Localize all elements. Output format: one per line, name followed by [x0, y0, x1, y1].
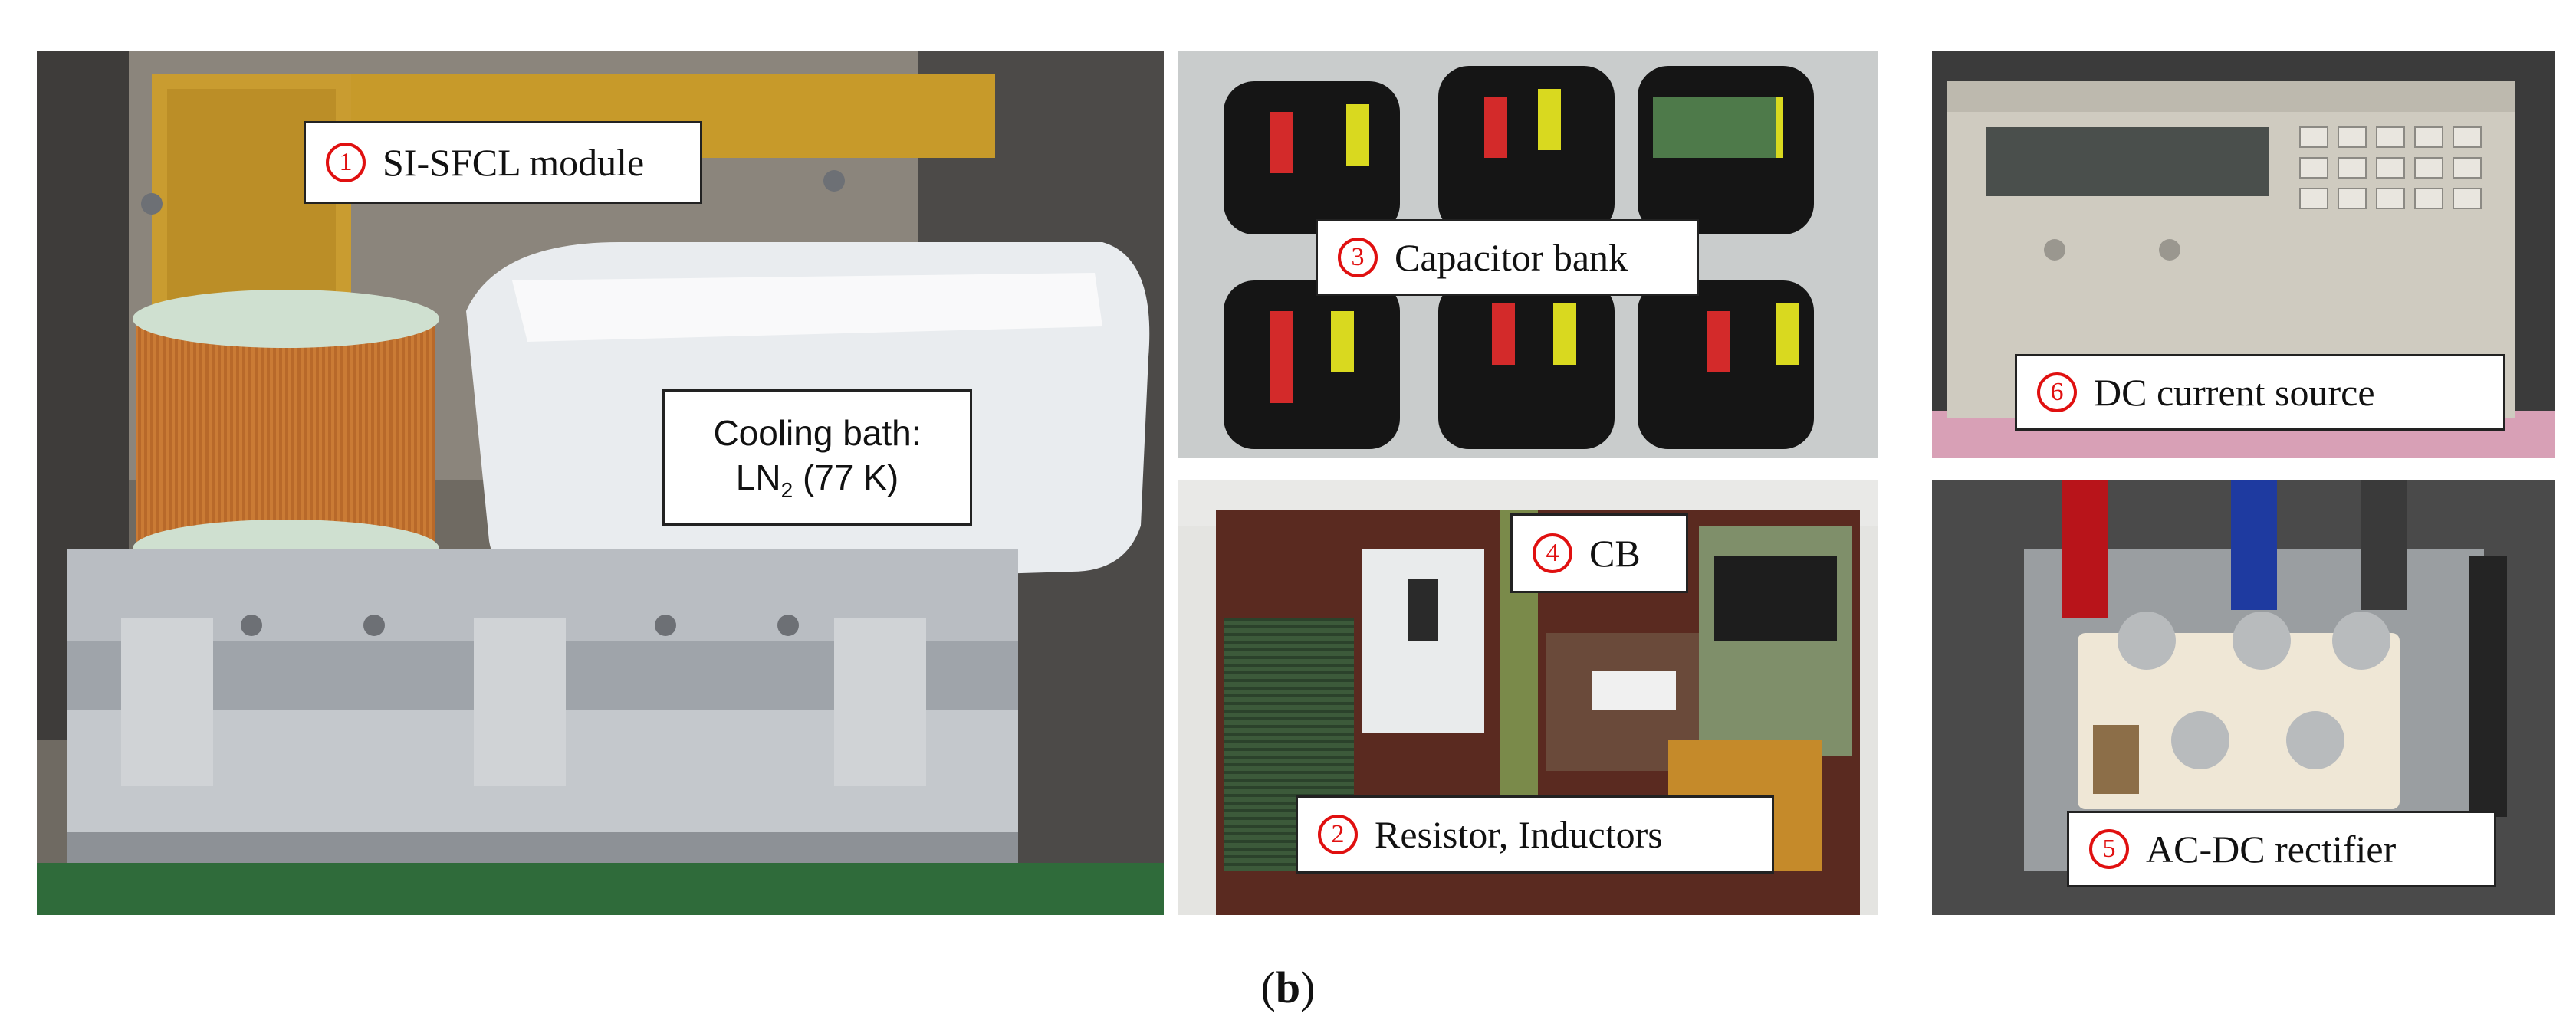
- label-dc-current-source-text: DC current source: [2094, 371, 2375, 414]
- label-cb-text: CB: [1589, 532, 1641, 575]
- capacitor-bank-photo: 3 Capacitor bank: [1178, 51, 1878, 458]
- label-ac-dc-rectifier-text: AC-DC rectifier: [2146, 828, 2397, 871]
- label-cooling-bath: Cooling bath: LN2 (77 K): [662, 389, 972, 526]
- marker-3: 3: [1338, 238, 1378, 277]
- label-dc-current-source: 6 DC current source: [2015, 354, 2505, 431]
- cooling-bath-medium: LN2 (77 K): [735, 457, 899, 503]
- marker-1: 1: [326, 143, 366, 182]
- label-resistor-inductors-text: Resistor, Inductors: [1375, 813, 1663, 856]
- cooling-bath-title: Cooling bath:: [713, 412, 922, 453]
- figure-caption: (b): [1260, 962, 1316, 1012]
- marker-2: 2: [1318, 815, 1358, 854]
- marker-5: 5: [2089, 829, 2129, 869]
- sfcl-module-photo: 1 SI-SFCL module Cooling bath: LN2 (77 K…: [37, 51, 1164, 915]
- label-ac-dc-rectifier: 5 AC-DC rectifier: [2067, 811, 2496, 887]
- label-sfcl-module: 1 SI-SFCL module: [304, 121, 702, 204]
- label-capacitor-bank-text: Capacitor bank: [1395, 236, 1628, 279]
- figure-panel-letter: b: [1275, 962, 1301, 1012]
- ac-dc-rectifier-photo: 5 AC-DC rectifier: [1932, 480, 2555, 915]
- label-sfcl-module-text: SI-SFCL module: [383, 141, 645, 184]
- dc-current-source-photo: 6 DC current source: [1932, 51, 2555, 458]
- label-resistor-inductors: 2 Resistor, Inductors: [1296, 795, 1774, 874]
- label-cb: 4 CB: [1510, 513, 1688, 593]
- marker-4: 4: [1533, 533, 1572, 573]
- marker-6: 6: [2037, 372, 2077, 412]
- resistor-inductors-photo: 4 CB 2 Resistor, Inductors: [1178, 480, 1878, 915]
- label-capacitor-bank: 3 Capacitor bank: [1316, 219, 1699, 296]
